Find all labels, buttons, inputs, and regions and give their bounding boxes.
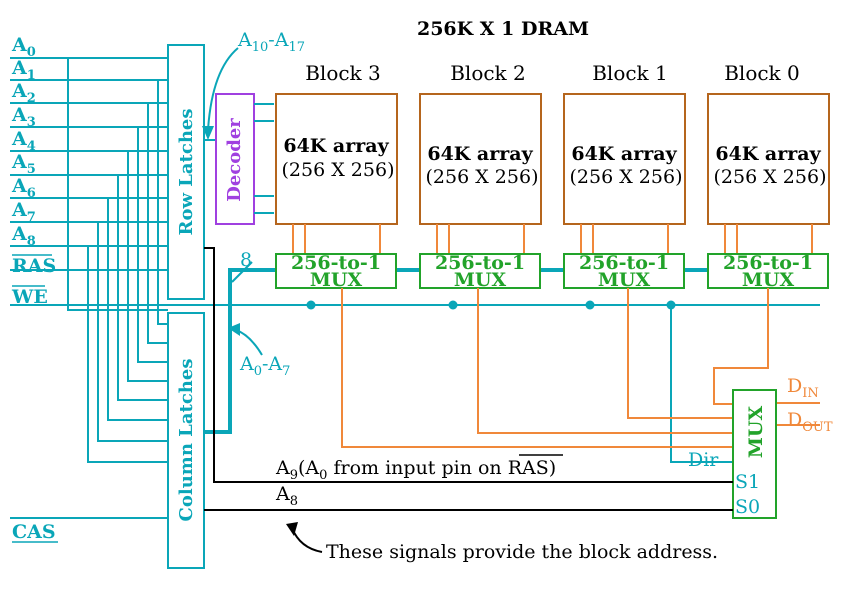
column-latches-box (167, 312, 205, 569)
row-latches-label: Row Latches (176, 109, 197, 236)
block-0-array-dims: (256 X 256) (714, 166, 827, 188)
pin-a8-label: A8 (11, 223, 36, 249)
block-3-array-dims: (256 X 256) (282, 159, 395, 181)
block-0-mux-label-1: 256-to-1 (723, 252, 813, 274)
block-1-mux-label-2: MUX (598, 269, 651, 291)
s1-label: S1 (735, 471, 760, 493)
pin-a1-label: A1 (11, 57, 36, 83)
block-2-mux (419, 253, 541, 289)
decoder-label: Decoder (224, 118, 245, 202)
block-2-title: Block 2 (450, 61, 526, 85)
block-0-array (707, 93, 830, 225)
block-1-mux (563, 253, 685, 289)
bus-width-slash (231, 261, 253, 283)
a9-select-wire (204, 247, 733, 483)
pin-a5-label: A5 (11, 151, 36, 177)
bus-width-label: 8 (240, 249, 252, 271)
decoder-box (215, 93, 255, 225)
pin-a4-label: A4 (11, 128, 36, 154)
block-0-mux-label-2: MUX (742, 269, 795, 291)
a10-a17-arrow (207, 47, 239, 131)
decoder-output-lines (254, 103, 274, 214)
block-3-mux-label-1: 256-to-1 (291, 252, 381, 274)
pin-a0-label: A0 (11, 34, 36, 60)
pin-a2-label: A2 (11, 80, 36, 106)
pin-ras-label: RAS (12, 255, 56, 277)
note-arrow (291, 527, 323, 553)
pin-a6-label: A6 (11, 175, 36, 201)
block-1-array-dims: (256 X 256) (570, 166, 683, 188)
block-1-array-title: 64K array (571, 143, 677, 165)
block-address-note: These signals provide the block address. (326, 541, 718, 563)
mux-output-wires (341, 288, 820, 448)
block-1-mux-label-1: 256-to-1 (579, 252, 669, 274)
block-muxes (275, 253, 829, 289)
block-2-mux-label-1: 256-to-1 (435, 252, 525, 274)
diagram-title: 256K X 1 DRAM (417, 18, 589, 40)
block-3-mux (275, 253, 397, 289)
din-label: DIN (787, 375, 819, 401)
pin-a7-label: A7 (11, 199, 36, 225)
column-address-bus (204, 268, 276, 434)
block-2-mux-label-2: MUX (454, 269, 507, 291)
block-3-mux-label-2: MUX (310, 269, 363, 291)
a10-a17-label: A10-A17 (237, 29, 305, 55)
block-0-title: Block 0 (724, 61, 800, 85)
block-2-array-title: 64K array (427, 143, 533, 165)
block-3-title: Block 3 (305, 61, 381, 85)
block-1-array (563, 93, 686, 225)
row-latches-box (167, 44, 205, 300)
a9-label: A9(A0 from input pin on RAS) (275, 457, 556, 483)
block-1-title: Block 1 (592, 61, 668, 85)
memory-arrays (275, 93, 830, 225)
s0-label: S0 (735, 496, 760, 518)
block-3-array (275, 93, 398, 225)
block-2-array (419, 93, 542, 225)
pin-cas-label: CAS (12, 521, 56, 543)
note-arrowhead (286, 522, 298, 536)
block-0-array-title: 64K array (715, 143, 821, 165)
block-3-array-title: 64K array (283, 135, 389, 157)
dir-wire (670, 305, 733, 463)
address-wires (10, 57, 168, 519)
a9-ras-overbar-text: RAS (508, 457, 549, 479)
a10-a17-arrowhead (202, 126, 214, 140)
array-to-mux-wires (292, 224, 813, 254)
dout-label: DOUT (787, 409, 833, 435)
output-mux-label: MUX (745, 406, 767, 459)
pin-we-label: WE (11, 286, 48, 308)
block-2-array-dims: (256 X 256) (426, 166, 539, 188)
column-latches-label: Column Latches (176, 359, 197, 522)
block-0-mux (707, 253, 829, 289)
a8-block-label: A8 (275, 483, 298, 509)
a0-a7-label: A0-A7 (239, 353, 290, 379)
address-pin-labels: A0 A1 A2 A3 A4 A5 A6 A7 A8 RAS WE CAS (11, 34, 58, 543)
a0-a7-arrowhead (228, 323, 240, 336)
pin-a3-label: A3 (11, 104, 36, 130)
output-mux-box (732, 389, 777, 519)
dir-label: Dir (688, 449, 719, 471)
